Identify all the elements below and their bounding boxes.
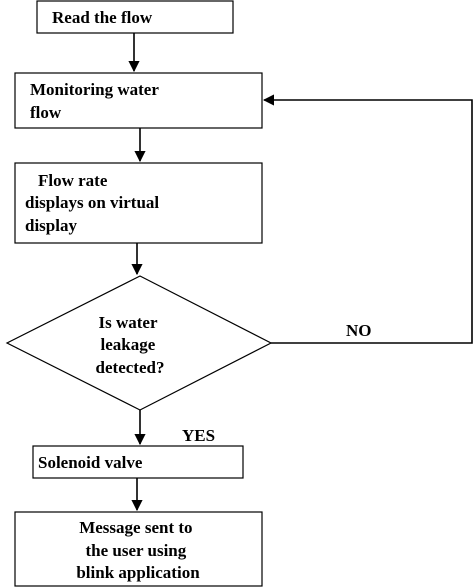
monitoring-label-line: flow xyxy=(30,103,62,122)
monitoring-label: Monitoring water flow xyxy=(30,80,163,122)
decision-label-line: detected? xyxy=(96,358,165,377)
message-label-line: blink application xyxy=(76,563,200,582)
decision-label-line: Is water xyxy=(99,313,158,332)
message-label-line: the user using xyxy=(85,541,186,560)
message-box xyxy=(14,511,263,587)
flow-rate-box xyxy=(14,162,263,244)
solenoid-label: Solenoid valve xyxy=(38,453,143,472)
monitoring-label-line: Monitoring water xyxy=(30,80,159,99)
read-flow-label: Read the flow xyxy=(52,8,153,27)
message-label-line: Message sent to xyxy=(79,518,192,537)
flow-rate-label-line: displays on virtual xyxy=(25,193,159,212)
flow-rate-label-line: Flow rate xyxy=(38,171,108,190)
decision-label: Is water leakage detected? xyxy=(96,313,165,377)
decision-label-line: leakage xyxy=(100,335,155,354)
flow-rate-label-line: display xyxy=(25,216,77,235)
branch-label-no: NO xyxy=(346,321,372,340)
arrow-decision-no-loop xyxy=(262,94,473,344)
solenoid-box xyxy=(32,445,244,479)
monitoring-box xyxy=(14,72,263,129)
solenoid-label-line: Solenoid valve xyxy=(38,453,143,472)
branch-label-yes: YES xyxy=(182,426,215,445)
flow-rate-label: Flow rate displays on virtual display xyxy=(25,171,163,235)
message-label: Message sent to the user using blink app… xyxy=(76,518,200,582)
read-flow-label-line: Read the flow xyxy=(52,8,153,27)
read-flow-box xyxy=(36,0,234,34)
